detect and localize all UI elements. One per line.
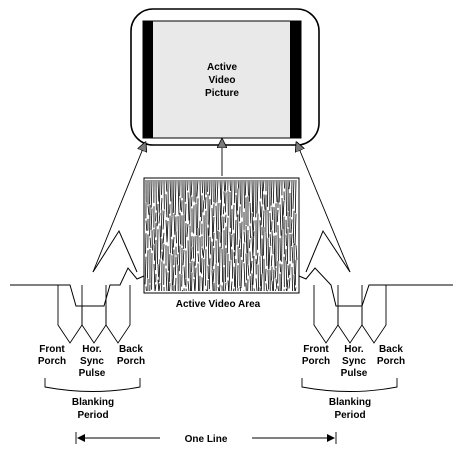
left-back-porch-l1: Back [119,344,143,355]
monitor-screen: Active Video Picture [130,8,320,146]
waveform-left-blanking [10,267,145,307]
left-sync-l1: Hor. [82,344,102,355]
screen-label-line1: Active [207,62,237,73]
right-sync-bracket [337,306,363,344]
left-component-labels: Front Porch Hor. Sync Pulse Back Porch B… [38,344,145,421]
projection-arrows [92,143,351,273]
left-black-bar [143,21,153,138]
right-back-porch-bracket [361,285,387,344]
waveform-right-blanking [298,267,453,307]
video-waveform [10,229,453,307]
right-sync-l2: Sync [342,356,366,367]
active-video-noise [143,177,300,294]
right-blanking-brace [301,378,398,392]
right-component-brackets [301,285,398,392]
right-back-porch-l2: Porch [377,356,405,367]
left-blanking-l2: Period [77,410,108,421]
one-line-label: One Line [185,434,228,445]
right-back-porch-l1: Back [379,344,403,355]
left-projection-arrow [92,146,144,273]
one-line-dimension [75,432,337,444]
right-sync-l1: Hor. [344,344,364,355]
active-video-area-label: Active Video Area [176,299,261,310]
screen-label-line2: Video [208,75,235,86]
left-back-porch-l2: Porch [117,356,145,367]
left-sync-l3: Pulse [79,368,106,379]
left-front-porch-bracket [57,285,83,344]
right-component-labels: Front Porch Hor. Sync Pulse Back Porch B… [302,344,405,421]
right-front-porch-l1: Front [303,344,329,355]
right-projection-arrow [298,146,351,273]
waveform-left-rise [92,229,138,273]
left-blanking-brace [44,378,141,392]
right-sync-l3: Pulse [341,368,368,379]
screen-label-line3: Picture [205,88,239,99]
left-component-brackets [44,285,141,392]
right-black-bar [290,21,301,138]
left-blanking-l1: Blanking [72,397,114,408]
left-sync-l2: Sync [80,356,104,367]
right-blanking-l1: Blanking [329,397,371,408]
right-blanking-l2: Period [334,410,365,421]
right-front-porch-l2: Porch [302,356,330,367]
left-back-porch-bracket [105,285,131,344]
waveform-right-rise [305,229,351,273]
left-front-porch-l2: Porch [38,356,66,367]
left-front-porch-l1: Front [39,344,65,355]
right-front-porch-bracket [313,285,339,344]
left-sync-bracket [81,306,107,344]
